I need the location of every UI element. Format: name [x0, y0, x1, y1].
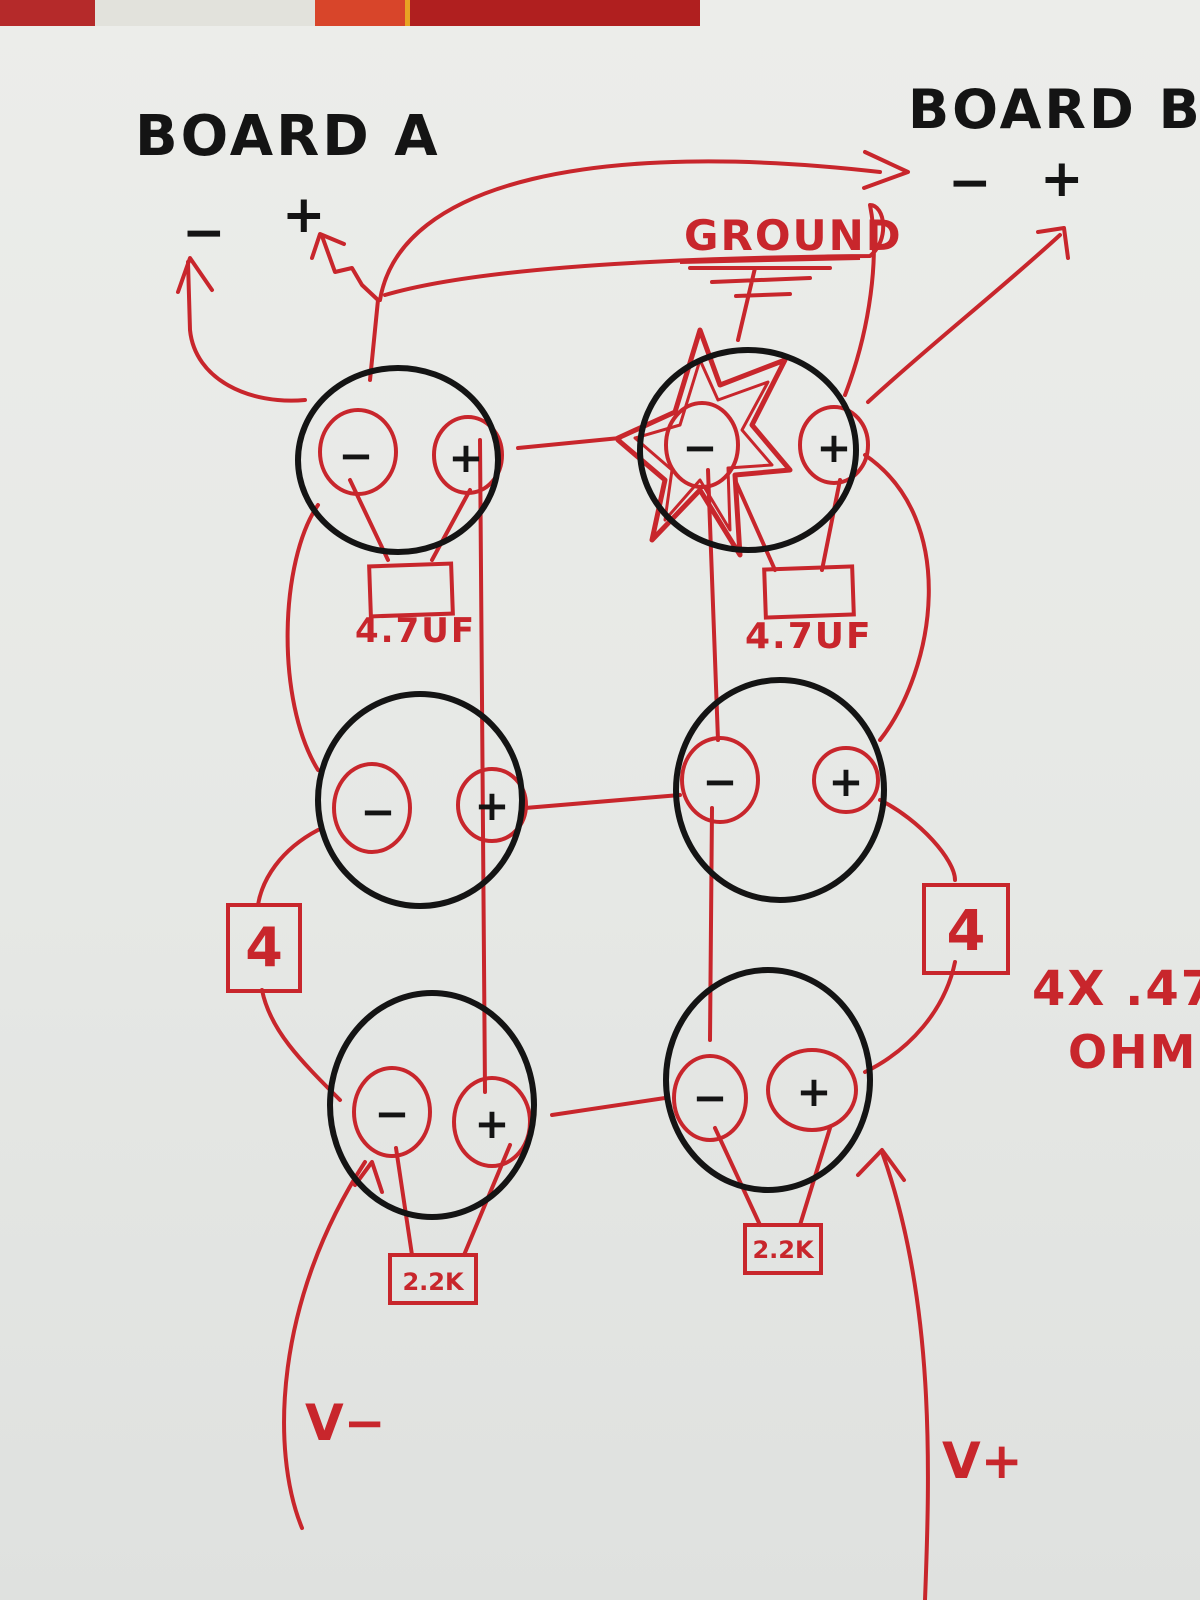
device-b3	[663, 967, 873, 1193]
terminal-ring-a2-plus	[456, 767, 528, 843]
terminal-ring-b2-minus	[680, 736, 760, 824]
top-strip-segment	[315, 0, 405, 26]
mark-b1-plus: +	[816, 423, 851, 472]
terminal-ring-b1-minus	[664, 401, 740, 489]
mark-b3-minus: −	[692, 1073, 727, 1122]
resistor-br-box	[743, 1223, 823, 1275]
resistor-right-box	[922, 883, 1010, 975]
top-color-strip	[0, 0, 1200, 26]
capacitor-b-box	[762, 564, 856, 620]
mark-b2-minus: −	[702, 757, 737, 806]
top-strip-segment	[405, 0, 410, 26]
board-a-title: BOARD A	[135, 104, 441, 169]
mark-a3-plus: +	[474, 1099, 509, 1148]
wire-board-a-plus	[320, 234, 380, 382]
board-b-plus: +	[1040, 149, 1084, 209]
terminal-ring-a3-minus	[352, 1066, 432, 1158]
capacitor-b-label: 4.7UF	[745, 616, 873, 657]
ground-star	[615, 327, 793, 558]
capacitor-a-box	[367, 561, 455, 619]
resistor-bl-box	[388, 1253, 478, 1305]
top-strip-segment	[0, 0, 95, 26]
device-b1	[637, 347, 859, 553]
resistor-bl-label: 2.2K	[402, 1268, 465, 1296]
resistor-note-line1: 4X .47	[1032, 961, 1200, 1017]
mark-a2-plus: +	[474, 781, 509, 830]
mark-b3-plus: +	[796, 1067, 831, 1116]
device-b2	[673, 677, 887, 903]
board-b-minus: −	[948, 153, 992, 213]
wire-right-outer	[863, 453, 931, 742]
mark-a3-minus: −	[374, 1089, 409, 1138]
resistor-right-label: 4	[947, 899, 986, 964]
arrow-v-plus	[856, 1148, 906, 1182]
mark-b1-minus: −	[682, 423, 717, 472]
wire-right-res-loop	[863, 798, 957, 1074]
wire-v-plus	[880, 1150, 930, 1600]
wire-mid-cross	[523, 793, 682, 810]
device-a2	[315, 691, 525, 909]
resistor-left-box	[226, 903, 302, 993]
arrow-board-a-minus	[176, 256, 214, 294]
arrow-v-minus	[353, 1160, 384, 1194]
wire-ground-loop	[383, 203, 886, 397]
board-a-minus: −	[182, 203, 226, 263]
wire-a-to-b-arc	[378, 159, 882, 302]
terminal-ring-a1-minus	[318, 408, 398, 496]
capacitor-a-label: 4.7UF	[355, 611, 476, 651]
device-outlines	[295, 347, 887, 1220]
terminal-ring-b1-plus	[798, 405, 870, 485]
ground-symbol	[688, 266, 832, 342]
wire-v-minus	[282, 1160, 367, 1530]
wire-top-cross	[516, 436, 622, 450]
resistor-br-label: 2.2K	[752, 1236, 815, 1264]
ground-underline	[679, 256, 861, 264]
terminal-ring-a2-minus	[332, 762, 412, 854]
wire-left-inner	[478, 438, 487, 1094]
device-a3	[327, 990, 537, 1220]
terminal-ring-a1-plus	[432, 415, 504, 495]
arrow-board-b-plus	[1036, 226, 1070, 260]
mark-a1-minus: −	[338, 431, 373, 480]
terminal-marks: − + − + − + − + − + − +	[338, 423, 863, 1148]
wire-right-minus-rail	[706, 468, 720, 1042]
terminal-ring-b3-minus	[672, 1054, 748, 1142]
wire-left-res-loop	[256, 828, 342, 1102]
board-b-title: BOARD B	[908, 78, 1200, 141]
resistor-note-line2: OHM	[1068, 1025, 1197, 1079]
supply-positive-label: V+	[942, 1432, 1023, 1490]
terminal-ring-b3-plus	[766, 1048, 858, 1132]
wire-bottom-cross	[550, 1096, 667, 1117]
supply-negative-label: V−	[305, 1394, 386, 1452]
board-a-plus: +	[282, 185, 326, 245]
component-boxes	[226, 561, 1010, 1305]
terminal-rings	[318, 401, 880, 1168]
wire-board-b-plus	[866, 233, 1062, 404]
mark-a1-plus: +	[448, 433, 483, 482]
mark-a2-minus: −	[360, 787, 395, 836]
cap-b-leads	[733, 478, 842, 572]
arrow-board-b-arc	[862, 150, 910, 190]
wiring-layer	[176, 150, 1070, 1600]
wire-left-outer	[285, 503, 320, 772]
device-a1	[295, 365, 501, 555]
top-strip-segment	[410, 0, 700, 26]
resistor-left-label: 4	[245, 916, 283, 979]
top-strip-segment	[95, 0, 315, 26]
ground-label: GROUND	[684, 211, 903, 260]
wire-board-a-minus	[186, 260, 307, 403]
res-bl-leads	[394, 1143, 512, 1257]
terminal-ring-b2-plus	[812, 746, 880, 814]
arrow-board-a-plus	[310, 232, 346, 260]
mark-b2-plus: +	[828, 757, 863, 806]
